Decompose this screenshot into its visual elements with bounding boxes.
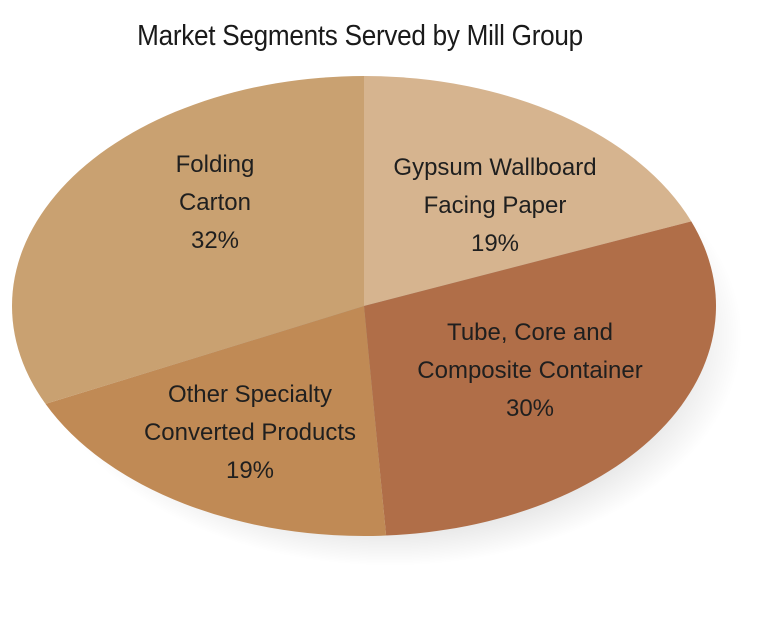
slice-percent-label: 19% [226, 457, 274, 484]
slice-percent-label: 32% [191, 227, 239, 254]
slice-category-label: Facing Paper [424, 192, 567, 219]
chart-title: Market Segments Served by Mill Group [137, 20, 583, 52]
slice-category-label: Converted Products [144, 419, 356, 446]
pie-slice-3 [11, 76, 365, 404]
slice-category-label: Gypsum Wallboard [393, 154, 596, 181]
pie-slice-1 [364, 221, 717, 536]
slice-category-label: Other Specialty [168, 381, 332, 408]
slice-category-label: Folding [176, 151, 255, 178]
slice-percent-label: 19% [471, 230, 519, 257]
slice-percent-label: 30% [506, 395, 554, 422]
pie-slices [11, 76, 717, 537]
slice-category-label: Tube, Core and [447, 319, 613, 346]
pie-slice-0 [364, 76, 692, 306]
slice-category-label: Carton [179, 189, 251, 216]
pie-slice-2 [45, 306, 387, 537]
slice-category-label: Composite Container [417, 357, 642, 384]
